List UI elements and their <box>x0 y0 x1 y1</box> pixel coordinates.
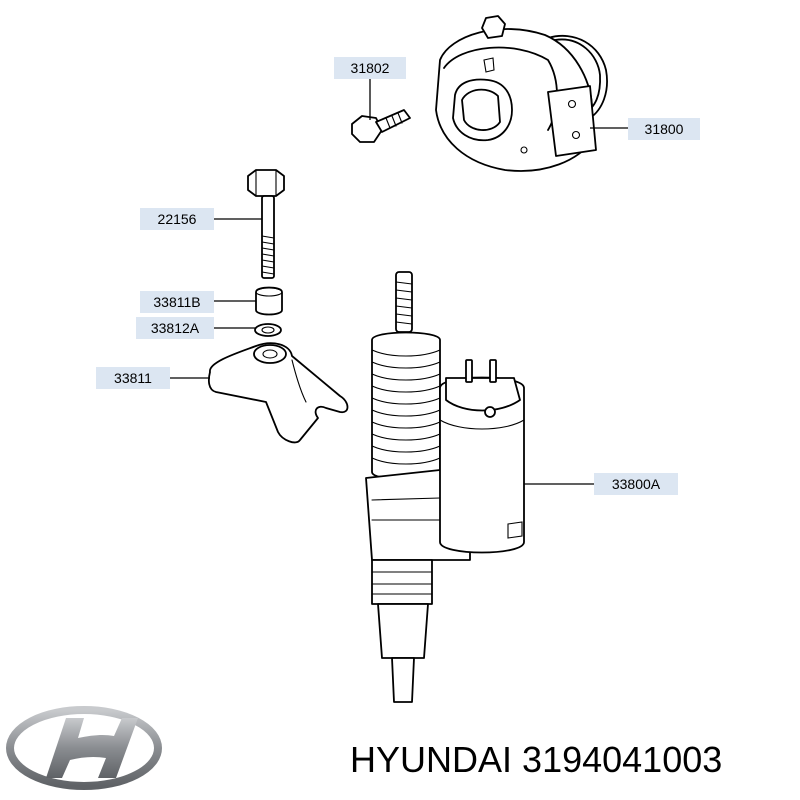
callout-33811B-label: 33811B <box>153 294 200 310</box>
callout-33800A-label: 33800A <box>612 476 661 492</box>
callout-22156: 22156 <box>140 208 262 230</box>
part-number: 3194041003 <box>522 739 723 780</box>
part-31800-housing <box>435 15 608 172</box>
caption: HYUNDAI 3194041003 <box>350 730 790 790</box>
part-22156-bolt <box>247 169 285 279</box>
callout-22156-label: 22156 <box>158 211 197 227</box>
brand-name: HYUNDAI <box>350 739 513 780</box>
callout-33812A-label: 33812A <box>151 320 200 336</box>
callout-33811-label: 33811 <box>114 370 152 386</box>
callout-33812A: 33812A <box>136 317 255 339</box>
callout-31802: 31802 <box>334 57 406 120</box>
part-33812A-washer <box>254 323 282 337</box>
callout-31802-label: 31802 <box>351 60 390 76</box>
callout-31800: 31800 <box>590 118 700 140</box>
callout-33811: 33811 <box>96 367 210 389</box>
hyundai-logo <box>6 706 162 790</box>
part-33811B-spacer <box>255 286 283 316</box>
part-31802-bolt <box>351 109 411 143</box>
part-33800A-injector <box>365 271 525 703</box>
callout-31800-label: 31800 <box>645 121 684 137</box>
callout-33800A: 33800A <box>524 473 678 495</box>
callout-33811B: 33811B <box>140 291 256 313</box>
part-33811-clamp <box>208 342 349 444</box>
